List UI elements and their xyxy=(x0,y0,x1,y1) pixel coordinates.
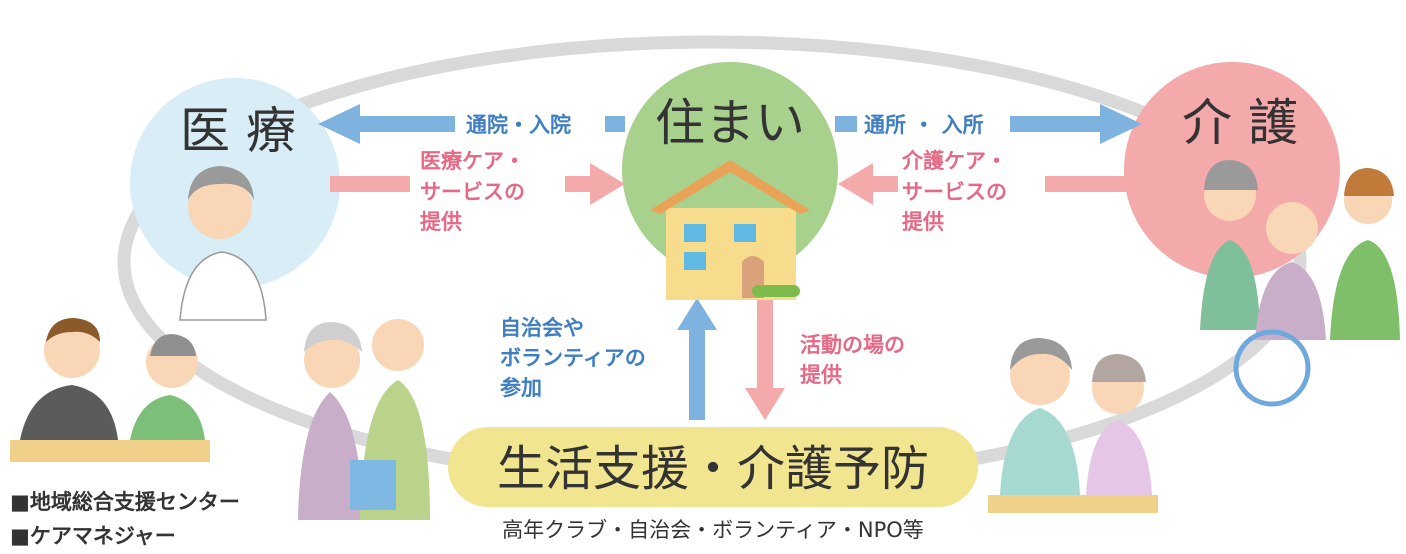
activity-label: 活動の場の 提供 xyxy=(800,333,905,387)
participation-arrow xyxy=(677,298,717,420)
consultation-illustration xyxy=(10,318,210,462)
care-service-label: 介護ケア・ サービスの 提供 xyxy=(901,149,1007,234)
medical-service-line-2: サービスの xyxy=(420,180,525,204)
activity-line-1: 活動の場の xyxy=(800,333,905,357)
care-service-arrow xyxy=(838,163,1145,205)
home-label: 住まい xyxy=(655,94,805,152)
medical-service-arrow xyxy=(330,163,625,205)
support-subtitle: 高年クラブ・自治会・ボランティア・NPO等 xyxy=(502,518,924,542)
elderly-couple-bench-illustration xyxy=(988,338,1158,513)
house-illustration xyxy=(650,160,810,300)
medical-service-line-1: 医療ケア・ xyxy=(420,149,525,173)
support-pill xyxy=(448,427,978,507)
doctor-illustration xyxy=(179,166,267,321)
support-label: 生活支援・介護予防 xyxy=(497,441,929,497)
daycare-arrow xyxy=(835,104,1142,144)
wheelchair-care-illustration xyxy=(1200,160,1400,407)
activity-arrow xyxy=(745,300,785,420)
legend-item-support-center: ■地域総合支援センター xyxy=(10,490,240,514)
outpatient-arrow xyxy=(318,104,625,144)
participation-line-3: 参加 xyxy=(500,376,542,400)
care-label: 介 護 xyxy=(1182,94,1298,152)
elderly-couple-walker-illustration xyxy=(298,319,430,520)
outpatient-label: 通院・入院 xyxy=(466,113,571,137)
legend-item-care-manager: ■ケアマネジャー xyxy=(10,524,176,548)
medical-service-line-3: 提供 xyxy=(420,210,462,234)
care-service-line-3: 提供 xyxy=(902,210,944,234)
medical-label: 医 療 xyxy=(180,102,296,160)
activity-line-2: 提供 xyxy=(800,363,842,387)
participation-line-1: 自治会や xyxy=(500,316,584,340)
care-service-line-1: 介護ケア・ xyxy=(901,149,1007,173)
participation-line-2: ボランティアの xyxy=(500,346,646,370)
participation-label: 自治会や ボランティアの 参加 xyxy=(500,316,646,400)
medical-service-label: 医療ケア・ サービスの 提供 xyxy=(420,149,525,234)
care-service-line-2: サービスの xyxy=(902,180,1007,204)
daycare-label: 通所 ・ 入所 xyxy=(864,113,984,137)
